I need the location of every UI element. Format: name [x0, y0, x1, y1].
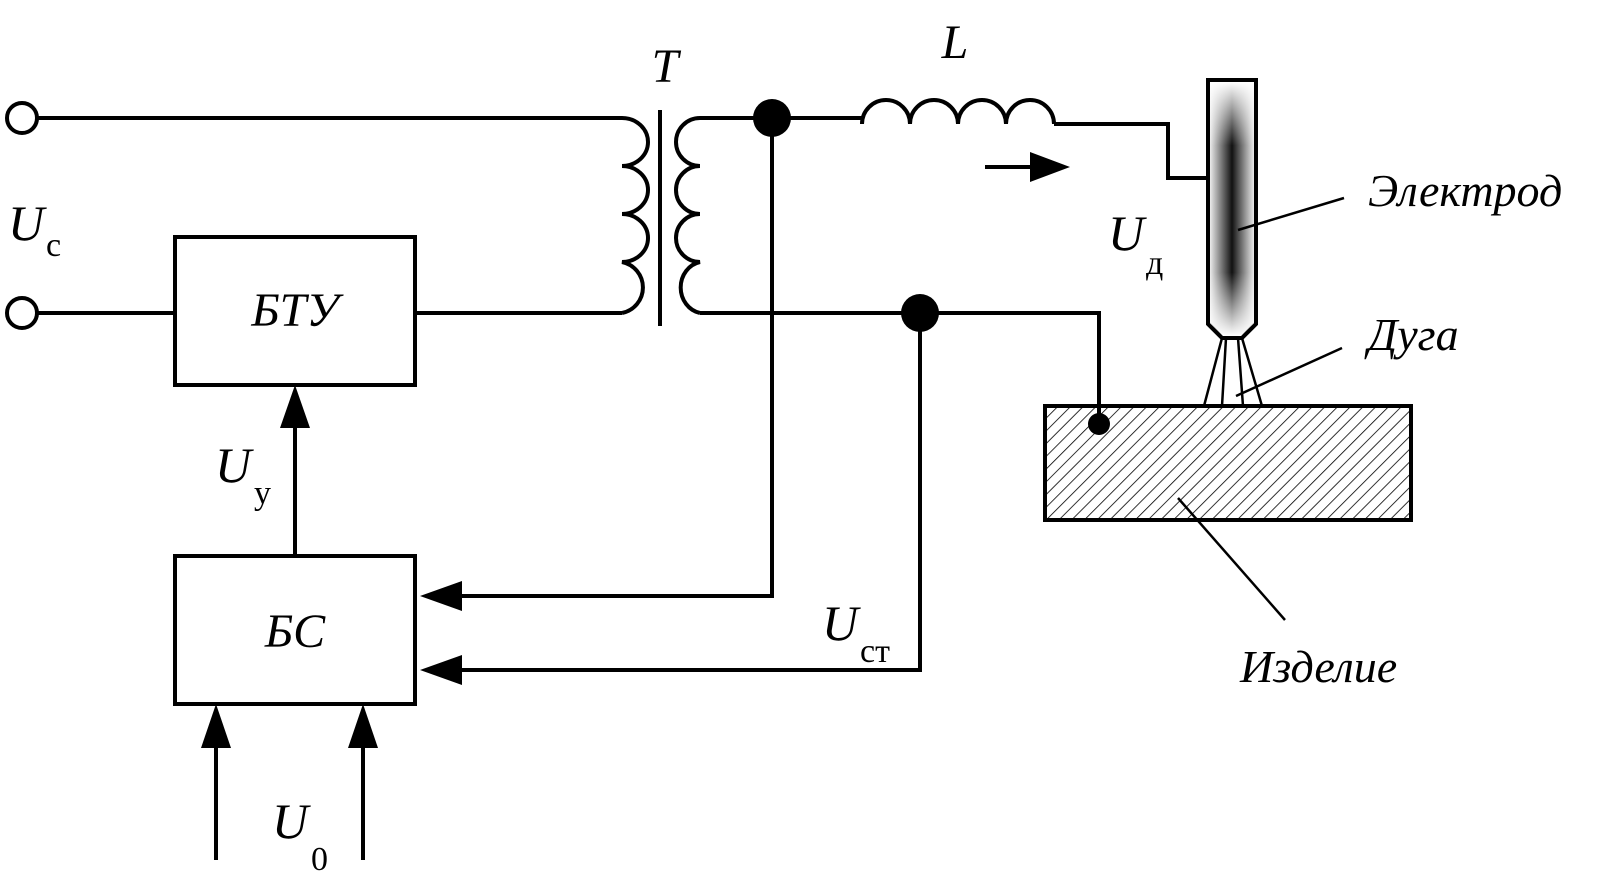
electrode-leader: [1237, 196, 1345, 232]
arc-callout: Дуга: [1364, 309, 1459, 360]
reference-input-arrow-left: [201, 704, 231, 748]
stabilized-voltage-label: U: [822, 595, 861, 651]
secondary-bottom-wire: [700, 311, 1101, 424]
btu-block-label: БТУ: [250, 284, 344, 337]
inductor-to-electrode-wire: [1054, 122, 1208, 180]
bs-block: [173, 554, 417, 706]
input-terminal-bottom: [5, 296, 39, 330]
arc-voltage-subscript: д: [1146, 245, 1163, 282]
workpiece-leader: [1177, 497, 1286, 621]
input-terminal-top: [5, 101, 39, 135]
current-direction-arrow-head: [1030, 152, 1070, 182]
btu-block: [173, 235, 417, 387]
arc-voltage-label: U: [1108, 205, 1147, 261]
arrow-into-bs-top: [420, 581, 462, 611]
electrode-fade: [1210, 82, 1254, 336]
transformer-primary-coil: [621, 116, 650, 315]
control-voltage-label: U: [215, 437, 254, 493]
inductor-label: L: [941, 16, 969, 69]
arc-leader: [1235, 346, 1343, 398]
arrow-into-bs-bottom: [420, 655, 462, 685]
bs-block-label: БС: [264, 605, 326, 658]
stabilized-voltage-subscript: ст: [860, 633, 890, 670]
reference-voltage-subscript: 0: [311, 841, 328, 878]
workpiece-callout: Изделие: [1239, 641, 1397, 692]
control-voltage-subscript: у: [254, 475, 271, 512]
transformer-secondary-coil: [674, 116, 701, 315]
supply-voltage-subscript: с: [46, 227, 61, 264]
inductor-coil: [860, 98, 1056, 125]
reference-voltage-label: U: [272, 793, 311, 849]
electrode-callout: Электрод: [1368, 165, 1562, 216]
arc: [1202, 337, 1264, 407]
transformer-label: T: [652, 40, 682, 93]
workpiece-contact-node: [1088, 413, 1110, 435]
feedback-wire-bottom: [450, 313, 922, 672]
reference-input-arrow-right: [348, 704, 378, 748]
feedback-wire-top: [450, 118, 774, 598]
control-signal-arrow: [280, 385, 310, 428]
supply-voltage-label: U: [8, 195, 47, 251]
